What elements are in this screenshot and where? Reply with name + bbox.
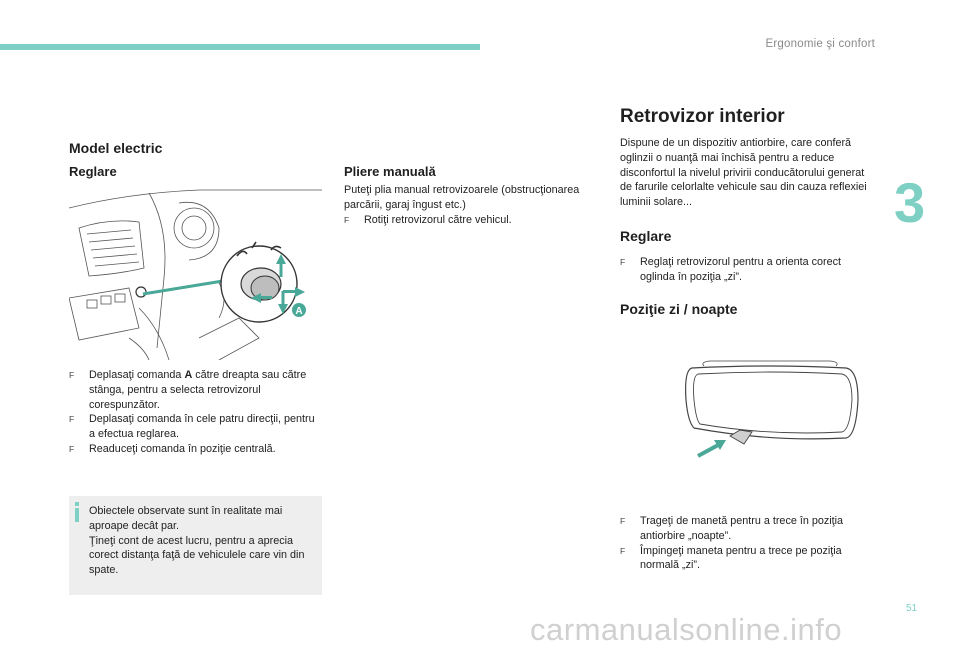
bullet-icon: F: [344, 215, 350, 225]
model-electric-heading: Model electric: [69, 140, 163, 156]
day-night-heading: Poziţie zi / noapte: [620, 301, 738, 317]
manual-fold-heading: Pliere manuală: [344, 164, 436, 179]
bullet-icon: F: [620, 257, 626, 267]
right-adjust-heading: Reglare: [620, 228, 672, 244]
bullet-icon: F: [69, 414, 75, 425]
bullet-icon: F: [620, 516, 626, 526]
bullet-icon: F: [69, 370, 75, 380]
watermark-text: carmanualsonline.info: [530, 612, 843, 647]
mirror-control-illustration: A: [68, 188, 322, 361]
bullet-icon: F: [69, 443, 75, 454]
header-accent-bar: [0, 44, 480, 50]
callout-a-label: A: [295, 306, 302, 317]
bullet-icon: F: [620, 545, 626, 556]
info-note: Obiectele observate sunt în realitate ma…: [69, 496, 322, 595]
rearview-mirror-illustration: [680, 360, 870, 462]
note-line: Ţineţi cont de acest lucru, pentru a apr…: [89, 534, 305, 577]
interior-mirror-intro: Dispune de un dispozitiv antiorbire, car…: [620, 137, 867, 209]
section-title: Ergonomie şi confort: [765, 38, 875, 50]
interior-mirror-heading: Retrovizor interior: [620, 106, 785, 127]
chapter-number: 3: [894, 171, 926, 234]
manual-fold-text: Puteţi plia manual retrovizoarele (obstr…: [344, 184, 580, 211]
note-line: Obiectele observate sunt în realitate ma…: [89, 505, 283, 532]
info-icon: [75, 502, 79, 522]
left-adjust-heading: Reglare: [69, 164, 117, 179]
page-number: 51: [906, 603, 918, 614]
